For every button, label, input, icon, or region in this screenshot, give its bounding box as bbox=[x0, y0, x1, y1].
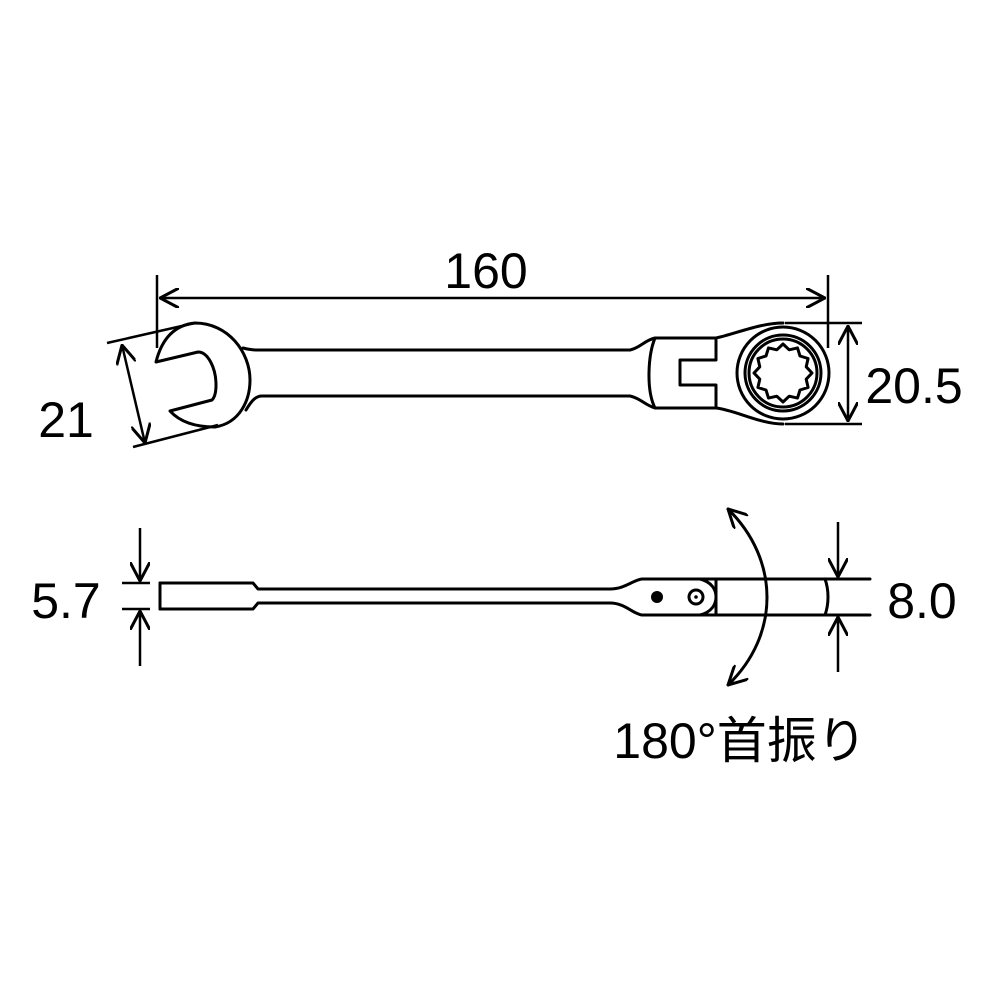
twelve-point-socket bbox=[752, 342, 814, 404]
open-end-width-dimension: 21 bbox=[38, 321, 219, 449]
ring-end-thickness-dimension: 8.0 bbox=[838, 522, 957, 672]
open-end-thickness-label: 5.7 bbox=[31, 573, 101, 629]
ring-end-width-dimension: 20.5 bbox=[785, 321, 963, 426]
pin-circle bbox=[687, 588, 705, 606]
open-end-width-label: 21 bbox=[38, 392, 94, 448]
pin-dot bbox=[651, 591, 663, 603]
swivel-arrow bbox=[728, 509, 769, 685]
open-end-thickness-dimension: 5.7 bbox=[31, 528, 150, 666]
side-view: 180°首振り 5.7 8.0 bbox=[31, 509, 957, 769]
ring-end-thickness-label: 8.0 bbox=[887, 573, 957, 629]
length-label: 160 bbox=[444, 243, 527, 299]
ring-end-head bbox=[628, 321, 831, 426]
ring-end-width-label: 20.5 bbox=[865, 358, 962, 414]
open-end-head bbox=[154, 321, 632, 429]
length-dimension: 160 bbox=[155, 243, 830, 348]
top-view: 160 21 bbox=[38, 243, 963, 449]
swivel-label: 180°首振り bbox=[613, 713, 866, 769]
